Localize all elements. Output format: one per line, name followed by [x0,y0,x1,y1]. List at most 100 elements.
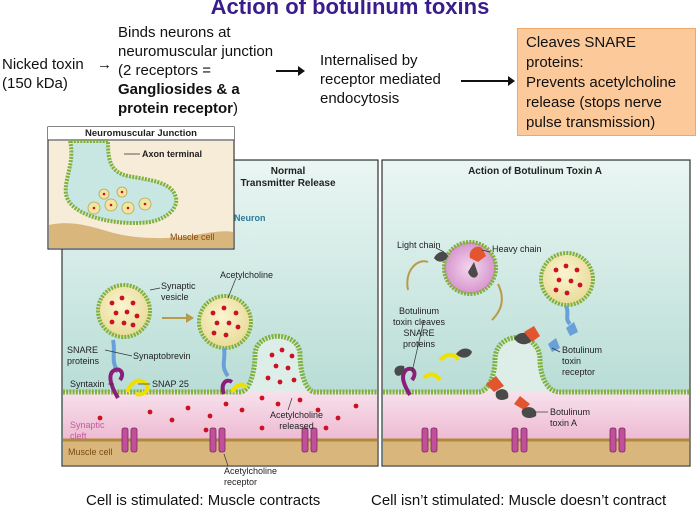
snare-proteins-label: SNARE proteins [67,345,99,367]
vesicle-1-acetylcholine [109,295,140,328]
toxin-receptor-1 [548,338,560,352]
synaptic-vesicle-label-line1: Synaptic [161,281,196,291]
acetylcholine-receptors-left [121,427,318,453]
ach-receptor-line2: receptor [224,477,258,487]
light-chain-bound [495,389,509,400]
synaptobrevin-3 [564,305,572,326]
vesicle-2-acetylcholine [210,305,241,338]
heavy-chain-at-membrane [524,326,540,342]
box-line4: release (stops nerve [526,94,662,111]
toxin-a-heavy [514,396,530,410]
flow-arrow-3-head [508,76,515,86]
caption-right: Cell isn’t stimulated: Muscle doesn’t co… [371,492,667,509]
flow-step2-line3: (2 receptors = [118,62,211,79]
inset-acetylcholine [92,190,147,210]
light-chain-freed [434,251,448,262]
inset-title: Neuromuscular Junction [85,128,197,139]
box-line2: proteins: [526,54,584,71]
flow-step-nicked-toxin: Nicked toxin (150 kDa) [2,55,84,93]
synaptic-vesicle-label-line2: vesicle [161,292,189,302]
flow-step-internalised: Internalised by receptor mediated endocy… [320,51,441,108]
flow-step3-line1: Internalised by [320,52,418,69]
flow-arrow-2-head [298,66,305,76]
snap25-cleaved-2 [438,352,460,362]
endosome [442,240,498,296]
toxin-receptor-line2: toxin [562,356,582,366]
flow-step3-line3: endocytosis [320,90,400,107]
left-panel-title-line2: Transmitter Release [240,178,336,189]
synaptic-vesicle-3 [539,251,595,307]
endosome-arrow-1 [406,260,429,291]
flow-step2-line2: neuromuscular junction [118,43,274,60]
acetylcholine-receptors-right [421,427,626,453]
ach-receptor-line1: Acetylcholine [224,466,278,476]
page-title: Action of botulinum toxins [210,0,490,19]
left-presynaptic-membrane [63,333,377,395]
flow-step-binding: Binds neurons at neuromuscular junction … [118,23,273,118]
snare-label-line1: SNARE [67,345,99,355]
inset-header [48,127,234,140]
neuron-label: Neuron [234,213,266,223]
cleaves-line4: proteins [403,339,436,349]
flow-step1-line1: Nicked toxin [2,56,84,73]
inset-muscle-area [49,223,233,248]
box-line3: Prevents acetylcholine [526,74,677,91]
light-chain-in-endosome [468,262,478,278]
cleaves-line1: Botulinum [399,306,440,316]
synaptic-vesicle-1 [96,283,152,339]
toxin-receptor-2 [566,322,578,336]
cleaves-line2: toxin cleaves [393,317,446,327]
snap25-label: SNAP 25 [152,379,189,389]
acetylcholine-released [97,347,359,433]
flow-step2-bold1: Gangliosides & a [118,81,240,98]
flow-step2-line1: Binds neurons at [118,24,231,41]
toxin-cleaves-snare-label: Botulinum toxin cleaves SNARE proteins [393,306,445,350]
toxin-receptor-line1: Botulinum [562,345,603,355]
flow-arrow-1: → [97,56,112,73]
ach-released-line1: Acetylcholine [270,410,324,420]
synaptic-cleft-line2: cleft [70,431,87,441]
acetylcholine-label: Acetylcholine [220,270,274,280]
vesicle-3-acetylcholine [553,263,583,296]
synaptic-vesicle-label: Synaptic vesicle [161,281,196,303]
flow-step3-line2: receptor mediated [320,71,441,88]
toxin-a-line2: toxin A [550,418,578,428]
cleaves-snare-box: Cleaves SNARE proteins: Prevents acetylc… [517,28,696,136]
light-chain-label: Light chain [397,240,441,250]
light-chain-cleaving [394,365,405,376]
snap25-left-2 [230,382,248,394]
toxin-a-light [521,407,537,418]
leader-lines [104,247,561,467]
box-line1: Cleaves SNARE [526,34,637,51]
synaptic-vesicle-2 [197,294,253,350]
toxin-a-line1: Botulinum [550,407,591,417]
syntaxin-left [108,367,125,400]
flow-arrow-2-line [276,70,300,72]
heavy-chain-label: Heavy chain [492,244,542,254]
syntaxin-right [401,366,417,397]
toxin-a-label: Botulinum toxin A [550,407,590,429]
cleaves-line3: SNARE [403,328,435,338]
flow-arrow-3-line [461,80,509,82]
heavy-chain-in-endosome [469,246,486,262]
box-line5: pulse transmission) [526,114,656,131]
light-chain-cleaving-2 [456,348,472,358]
synaptobrevin-label: Synaptobrevin [133,351,191,361]
caption-left: Cell is stimulated: Muscle contracts [86,492,321,509]
endosome-arrow-2 [491,283,503,321]
right-panel-title: Action of Botulinum Toxin A [468,166,602,177]
syntaxin-label: Syntaxin [70,379,105,389]
flow-step2-close: ) [233,100,239,117]
heavy-chain-bound [486,376,504,392]
acetylcholine-receptor-label: Acetylcholine receptor [224,466,277,488]
ach-released-line2: released [279,421,314,431]
synaptic-cleft-line1: Synaptic [70,420,105,430]
toxin-receptor-line3: receptor [562,367,596,377]
toxin-receptor-label: Botulinum toxin receptor [562,345,602,378]
snap25-cleaved-1 [422,372,442,382]
muscle-cell-label: Muscle cell [68,447,113,457]
right-muscle-band [383,440,689,465]
flow-step2-bold2: protein receptor [118,100,234,117]
right-neuron-cytoplasm [383,161,689,392]
inset-muscle-label: Muscle cell [170,232,215,242]
